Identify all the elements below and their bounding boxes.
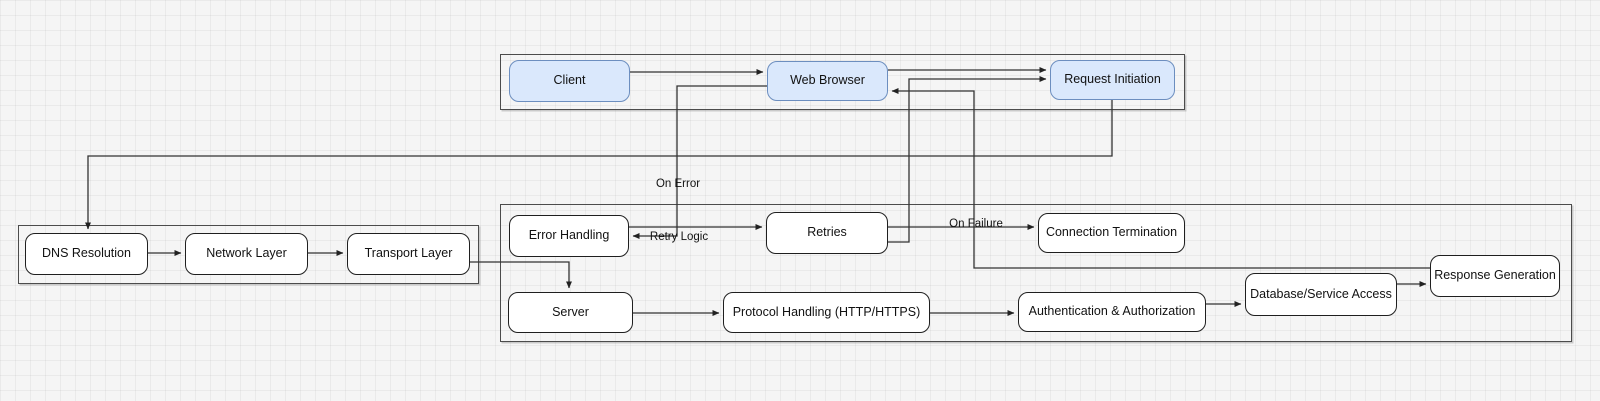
node-transport-layer[interactable]: Transport Layer [347, 233, 470, 275]
node-server[interactable]: Server [508, 292, 633, 333]
edge-label-on-error: On Error [655, 178, 701, 190]
node-request-initiation[interactable]: Request Initiation [1050, 60, 1175, 100]
node-database-service-access[interactable]: Database/Service Access [1245, 273, 1397, 316]
node-retries[interactable]: Retries [766, 212, 888, 254]
node-network-layer[interactable]: Network Layer [185, 233, 308, 275]
node-protocol-handling[interactable]: Protocol Handling (HTTP/HTTPS) [723, 292, 930, 333]
node-response-generation[interactable]: Response Generation [1430, 255, 1560, 297]
edge-label-retry-logic: Retry Logic [649, 231, 709, 243]
node-connection-termination[interactable]: Connection Termination [1038, 213, 1185, 253]
node-error-handling[interactable]: Error Handling [509, 215, 629, 257]
edge-label-on-failure: On Failure [949, 218, 1003, 230]
node-authentication-authorization[interactable]: Authentication & Authorization [1018, 292, 1206, 332]
node-dns-resolution[interactable]: DNS Resolution [25, 233, 148, 275]
node-web-browser[interactable]: Web Browser [767, 61, 888, 101]
node-client[interactable]: Client [509, 60, 630, 102]
